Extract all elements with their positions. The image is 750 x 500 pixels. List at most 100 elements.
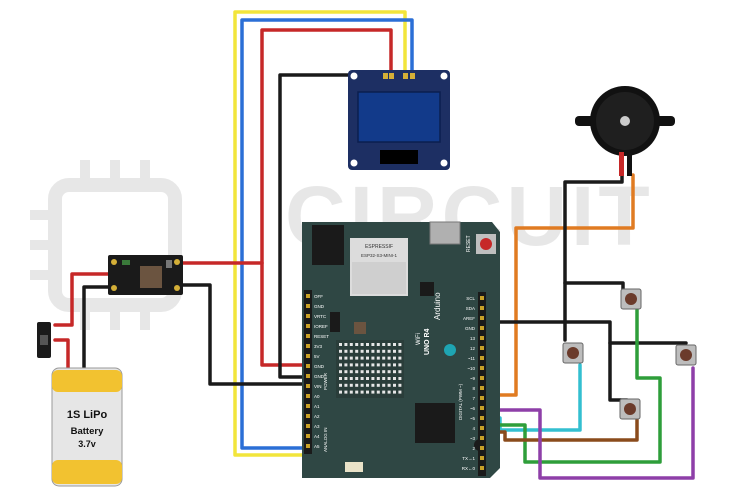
- analog-label: ANALOG IN: [323, 427, 328, 452]
- led-dot: [376, 363, 380, 367]
- wire-black-battery: [82, 285, 111, 374]
- pin-hole: [306, 374, 310, 378]
- pin-hole: [480, 316, 484, 320]
- led-dot: [376, 349, 380, 353]
- pin-hole: [306, 304, 310, 308]
- push-button-4: [619, 398, 641, 420]
- buzzer: [575, 86, 675, 176]
- right-pin-label: SDA: [466, 306, 475, 311]
- board-model-sub: WiFi: [416, 333, 422, 345]
- led-dot: [382, 356, 386, 360]
- left-pin-label: OFF: [314, 294, 323, 299]
- pin-hole: [480, 366, 484, 370]
- led-dot: [376, 390, 380, 394]
- led-dot: [344, 390, 348, 394]
- push-button-1: [620, 288, 642, 310]
- led-dot: [371, 356, 375, 360]
- pin-hole: [480, 436, 484, 440]
- wire-yellow-oled: [233, 10, 407, 457]
- pin-hole: [306, 394, 310, 398]
- pin-hole: [480, 396, 484, 400]
- pin-hole: [480, 466, 484, 470]
- left-pin-label: A4: [314, 434, 320, 439]
- led-dot: [344, 383, 348, 387]
- led-dot: [339, 377, 342, 380]
- led-dot: [382, 363, 386, 367]
- led-dot: [387, 343, 391, 346]
- led-dot: [366, 370, 369, 374]
- led-dot: [398, 383, 402, 387]
- led-dot: [376, 370, 380, 374]
- left-pin-label: VIN: [314, 384, 322, 389]
- led-dot: [360, 383, 364, 387]
- led-dot: [344, 356, 348, 360]
- led-dot: [393, 349, 396, 353]
- led-dot: [382, 377, 386, 380]
- right-pin-label: 4: [472, 426, 475, 431]
- led-dot: [349, 383, 353, 387]
- led-dot: [387, 349, 391, 353]
- left-pin-label: A0: [314, 394, 320, 399]
- slide-switch: [37, 322, 51, 358]
- arduino-board: RESET ESPRESSIF ESP32-S3-MINI-1 Arduino …: [302, 221, 500, 478]
- led-dot: [360, 377, 364, 380]
- watermark-chip-icon: [48, 178, 182, 312]
- left-pin-label: 5V: [314, 354, 320, 359]
- led-dot: [349, 390, 353, 394]
- boost-converter-module: [108, 255, 183, 295]
- right-pin-header: SCLSDAAREFGND1312~11~10~987~6~54~32TX→1R…: [462, 292, 486, 476]
- led-dot: [398, 356, 402, 360]
- led-dot: [398, 370, 402, 374]
- pin-hole: [306, 424, 310, 428]
- led-dot: [349, 370, 353, 374]
- led-dot: [349, 349, 353, 353]
- left-pin-label: A5: [314, 444, 320, 449]
- led-dot: [376, 383, 380, 387]
- led-dot: [360, 356, 364, 360]
- led-dot: [344, 343, 348, 346]
- led-dot: [376, 356, 380, 360]
- led-dot: [393, 377, 396, 380]
- pin-hole: [480, 356, 484, 360]
- pwm-label: DIGITAL (PWM ~): [458, 383, 463, 420]
- led-dot: [382, 383, 386, 387]
- left-pin-label: IOREF: [314, 324, 328, 329]
- led-dot: [387, 390, 391, 394]
- right-pin-label: ~10: [467, 366, 475, 371]
- wire-red-battery: [53, 272, 111, 327]
- pin-hole: [306, 404, 310, 408]
- pin-hole: [306, 444, 310, 448]
- power-label: POWER: [323, 372, 328, 390]
- right-pin-label: ~6: [470, 406, 476, 411]
- led-dot: [366, 363, 369, 367]
- board-model: UNO R4: [424, 328, 431, 355]
- led-dot: [339, 363, 342, 367]
- left-pin-header: OFFGNDVRTCIOREFRESET3V35VGNDGNDVINA0A1A2…: [304, 290, 329, 454]
- battery-label-type: 1S LiPo: [67, 409, 108, 421]
- led-dot: [387, 383, 391, 387]
- led-dot: [349, 377, 353, 380]
- pin-hole: [306, 294, 310, 298]
- wire-black-boost-out: [178, 283, 307, 386]
- led-dot: [393, 363, 396, 367]
- led-dot: [366, 349, 369, 353]
- left-pin-label: GND: [314, 304, 325, 309]
- push-button-2: [562, 342, 584, 364]
- led-dot: [398, 349, 402, 353]
- right-pin-label: AREF: [463, 316, 475, 321]
- led-dot: [344, 363, 348, 367]
- led-dot: [382, 343, 386, 346]
- led-dot: [393, 370, 396, 374]
- wire-purple-btn3: [478, 366, 695, 480]
- battery-label-word: Battery: [71, 426, 104, 437]
- left-pin-label: GND: [314, 374, 325, 379]
- led-dot: [339, 343, 342, 346]
- pin-hole: [480, 386, 484, 390]
- led-dot: [360, 363, 364, 367]
- led-dot: [360, 370, 364, 374]
- pin-hole: [306, 344, 310, 348]
- pin-hole: [306, 364, 310, 368]
- led-dot: [398, 343, 402, 346]
- led-dot: [339, 390, 342, 394]
- left-pin-label: A2: [314, 414, 320, 419]
